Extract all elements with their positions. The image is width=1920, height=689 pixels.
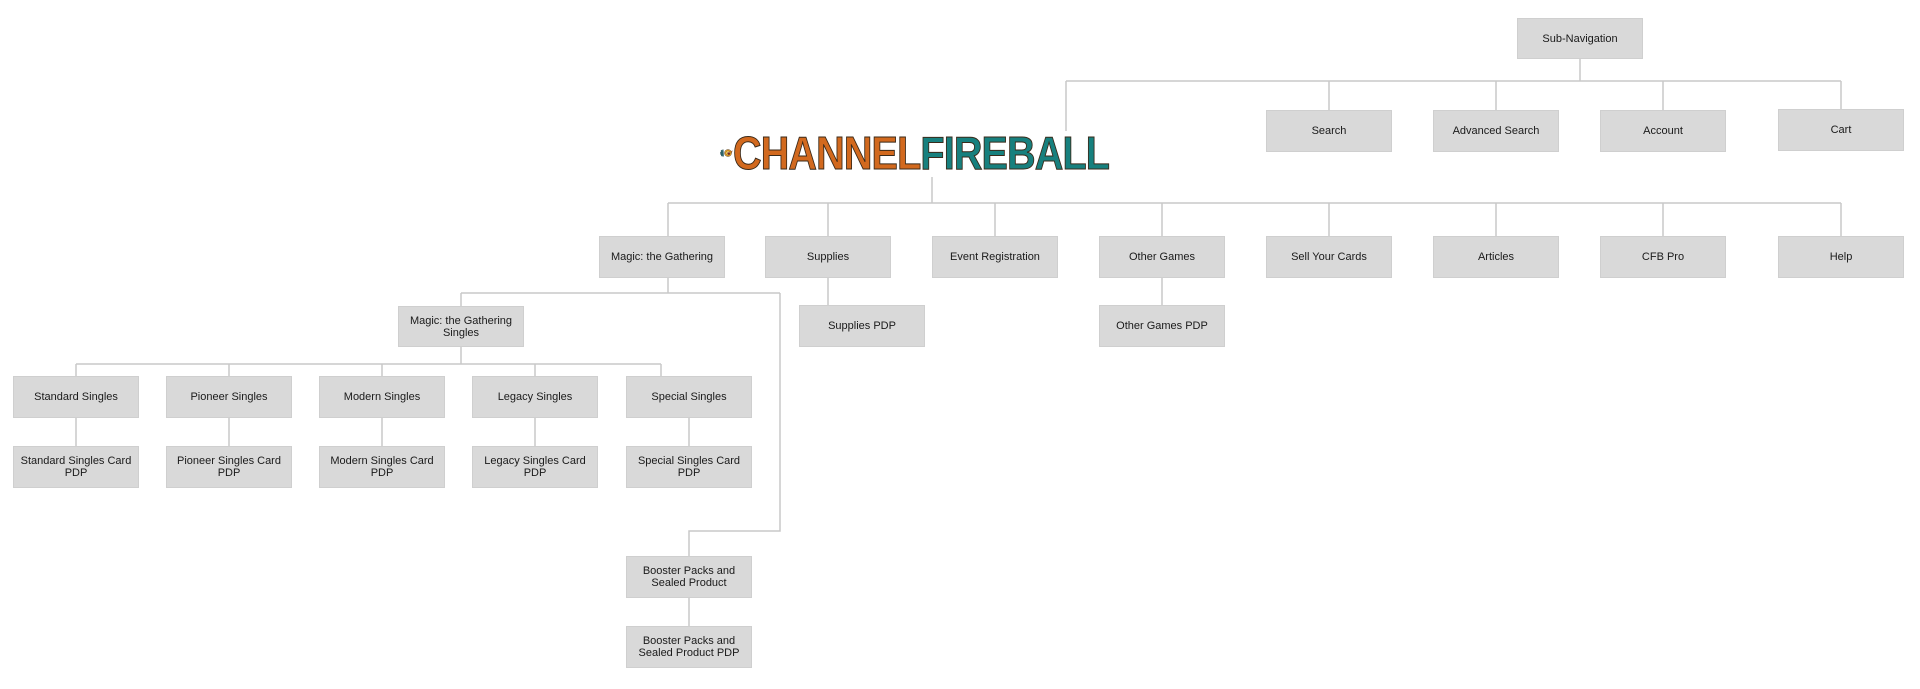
node-special-singles-pdp: Special Singles Card PDP <box>626 446 752 488</box>
node-pioneer-singles-pdp: Pioneer Singles Card PDP <box>166 446 292 488</box>
logo-word-fireball: FIREBALL <box>920 127 1110 179</box>
node-legacy-singles: Legacy Singles <box>472 376 598 418</box>
node-standard-singles: Standard Singles <box>13 376 139 418</box>
node-magic-the-gathering: Magic: the Gathering <box>599 236 725 278</box>
node-sell-your-cards: Sell Your Cards <box>1266 236 1392 278</box>
node-advanced-search: Advanced Search <box>1433 110 1559 152</box>
node-supplies-pdp: Supplies PDP <box>799 305 925 347</box>
node-help: Help <box>1778 236 1904 278</box>
node-legacy-singles-pdp: Legacy Singles Card PDP <box>472 446 598 488</box>
node-cfb-pro: CFB Pro <box>1600 236 1726 278</box>
node-booster-packs: Booster Packs and Sealed Product <box>626 556 752 598</box>
connector-mtg-booster <box>688 293 781 556</box>
node-sub-navigation: Sub-Navigation <box>1517 18 1643 59</box>
node-standard-singles-pdp: Standard Singles Card PDP <box>13 446 139 488</box>
node-cart: Cart <box>1778 109 1904 151</box>
node-account: Account <box>1600 110 1726 152</box>
fireball-mascot-icon <box>720 149 733 157</box>
logo-wordmark: CHANNELFIREBALL <box>732 127 1110 179</box>
node-booster-packs-pdp: Booster Packs and Sealed Product PDP <box>626 626 752 668</box>
logo-word-channel: CHANNEL <box>732 127 921 179</box>
node-articles: Articles <box>1433 236 1559 278</box>
node-special-singles: Special Singles <box>626 376 752 418</box>
node-supplies: Supplies <box>765 236 891 278</box>
node-search: Search <box>1266 110 1392 152</box>
node-modern-singles: Modern Singles <box>319 376 445 418</box>
node-modern-singles-pdp: Modern Singles Card PDP <box>319 446 445 488</box>
node-mtg-singles: Magic: the Gathering Singles <box>398 306 524 347</box>
node-event-registration: Event Registration <box>932 236 1058 278</box>
node-other-games-pdp: Other Games PDP <box>1099 305 1225 347</box>
node-other-games: Other Games <box>1099 236 1225 278</box>
channel-fireball-logo: CHANNELFIREBALL <box>720 127 1170 179</box>
node-pioneer-singles: Pioneer Singles <box>166 376 292 418</box>
